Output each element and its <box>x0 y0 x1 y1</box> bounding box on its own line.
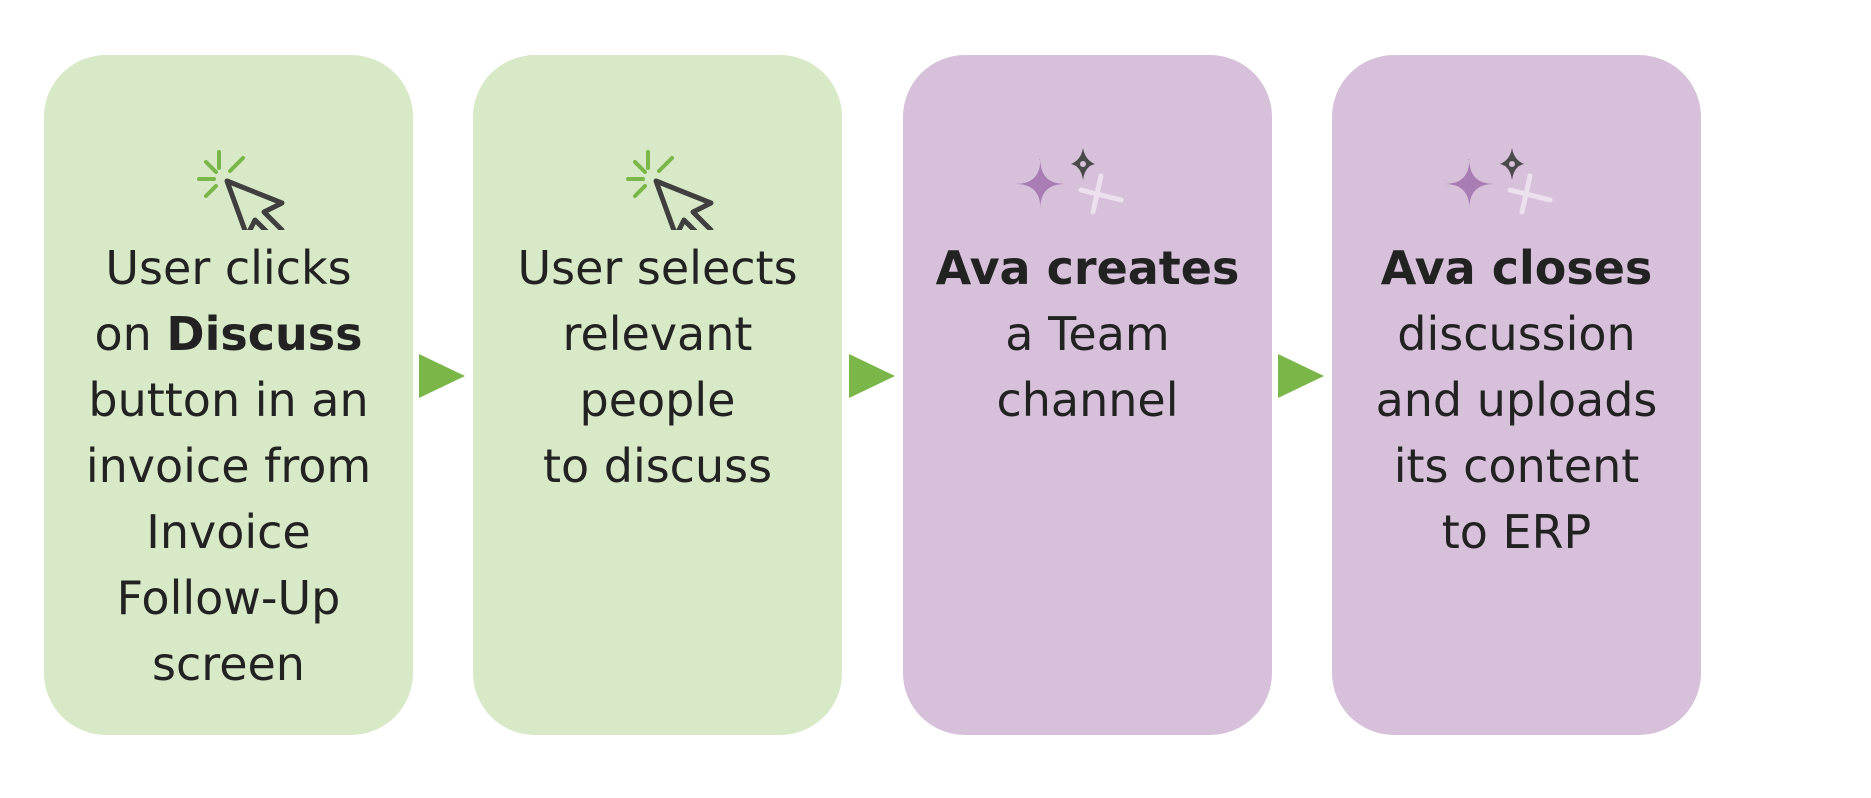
step-text-3: Ava creates a Team channel <box>903 235 1272 433</box>
step-1-line-6: Follow-Up <box>116 571 341 625</box>
step-4-line-2: discussion <box>1397 307 1636 361</box>
ava-closes-keyword: Ava closes <box>1380 241 1653 295</box>
step-3-line-1: Ava creates <box>903 235 1272 301</box>
step-card-3: Ava creates a Team channel <box>903 55 1272 735</box>
step-4-line-4: its content <box>1393 439 1640 493</box>
step-3-line-3: channel <box>996 373 1179 427</box>
step-1-line-4: invoice from <box>85 439 372 493</box>
step-3-line-2: a Team <box>1005 307 1170 361</box>
step-4-line-5: to ERP <box>1441 505 1592 559</box>
step-1-line-5: Invoice <box>146 505 311 559</box>
step-4-line-3: and uploads <box>1375 373 1658 427</box>
cursor-click-icon <box>197 150 285 230</box>
flow-arrow-3 <box>1278 354 1324 398</box>
step-card-4: Ava closes discussion and uploads its co… <box>1332 55 1701 735</box>
step-2-line-2: relevant <box>562 307 753 361</box>
discuss-keyword: Discuss <box>166 307 363 361</box>
step-2-line-3: people <box>579 373 736 427</box>
step-text-1: User clicks on Discuss button in an invo… <box>44 235 413 697</box>
step-1-line-7: screen <box>152 637 305 691</box>
step-2-line-4: to discuss <box>542 439 773 493</box>
sparkles-icon <box>1444 148 1553 226</box>
cursor-click-icon <box>626 150 714 230</box>
step-text-2: User selects relevant people to discuss <box>473 235 842 499</box>
step-1-line-3: button in an <box>88 373 369 427</box>
step-1-line-2: on Discuss <box>44 301 413 367</box>
step-4-line-1: Ava closes <box>1332 235 1701 301</box>
flow-arrow-2 <box>849 354 895 398</box>
ava-creates-keyword: Ava creates <box>935 241 1240 295</box>
step-text-4: Ava closes discussion and uploads its co… <box>1332 235 1701 565</box>
step-card-1: User clicks on Discuss button in an invo… <box>44 55 413 735</box>
step-1-line-1: User clicks <box>105 241 352 295</box>
step-1-line-2-prefix: on <box>94 307 167 361</box>
step-2-line-1: User selects <box>517 241 798 295</box>
step-card-2: User selects relevant people to discuss <box>473 55 842 735</box>
flow-arrow-1 <box>419 354 465 398</box>
sparkles-icon <box>1015 148 1124 226</box>
